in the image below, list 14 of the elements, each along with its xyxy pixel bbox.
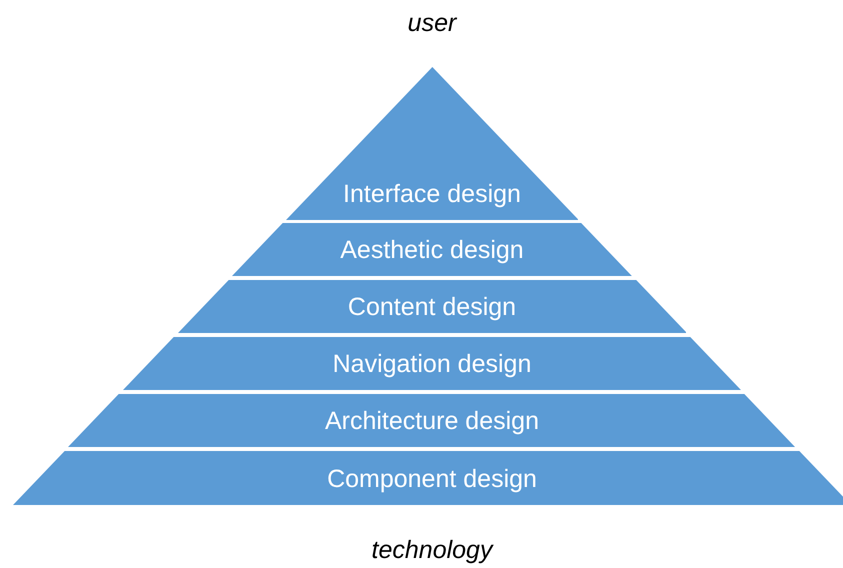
pyramid-layer bbox=[123, 337, 741, 390]
pyramid-layer bbox=[13, 451, 843, 505]
pyramid-apex bbox=[286, 67, 578, 220]
axis-caption: technology bbox=[372, 535, 492, 565]
layer-label: Content design bbox=[348, 292, 516, 322]
pyramid-layer bbox=[68, 394, 796, 447]
pyramid-layer bbox=[178, 280, 686, 333]
layer-label: Interface design bbox=[343, 179, 521, 209]
layer-label: Navigation design bbox=[332, 349, 532, 379]
pyramid-layer bbox=[232, 223, 632, 276]
layer-label: Component design bbox=[327, 464, 537, 494]
axis-caption: user bbox=[408, 8, 456, 38]
layer-label: Aesthetic design bbox=[340, 235, 524, 265]
layer-label: Architecture design bbox=[324, 406, 539, 436]
